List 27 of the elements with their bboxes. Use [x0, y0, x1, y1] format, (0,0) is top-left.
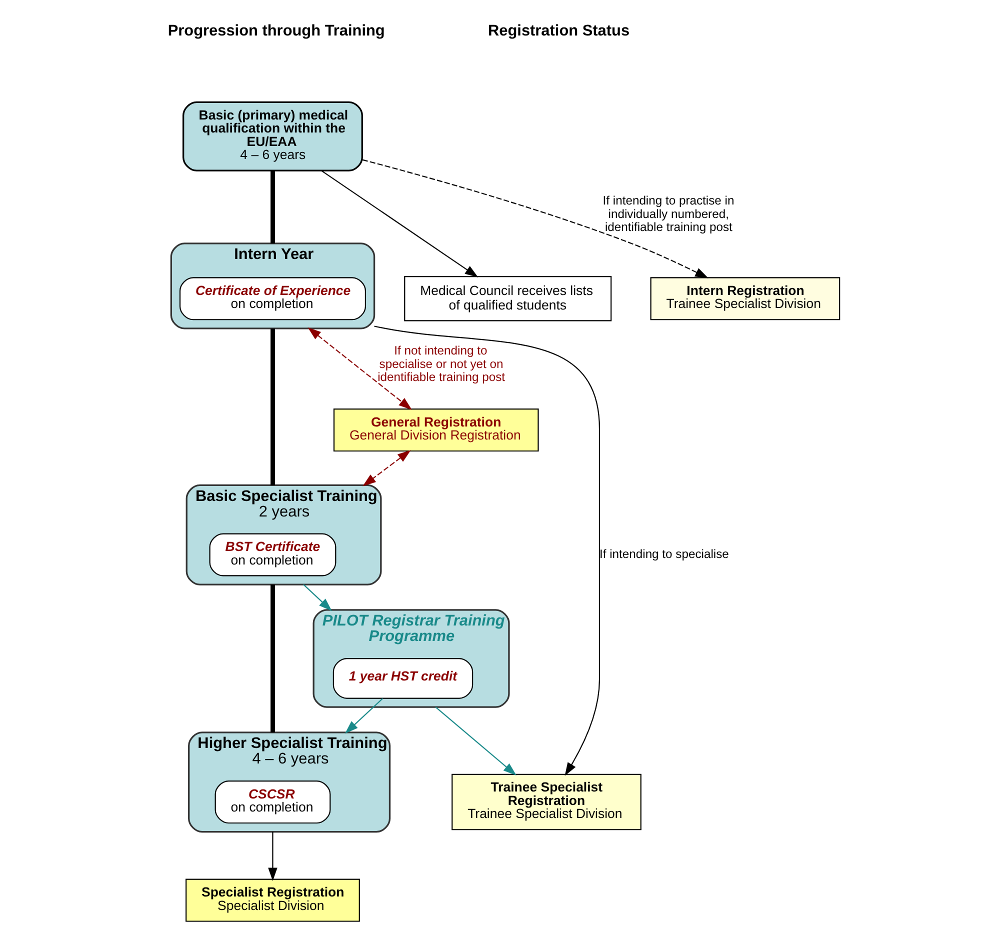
- connector: [270, 328, 274, 486]
- arrow: [320, 170, 478, 278]
- node-box: Specialist Registration Specialist Division: [185, 878, 360, 922]
- connector: [270, 584, 274, 732]
- arrow: [344, 698, 383, 734]
- node-box: General Registration General Division Registration: [332, 408, 538, 452]
- arrow: [302, 584, 332, 612]
- connector: [270, 170, 274, 244]
- arrow: [362, 159, 708, 278]
- arrow: [374, 326, 600, 776]
- arrow: [307, 327, 412, 410]
- node-box: Basic (primary) medical qualification within the EU/EAA 4 – 6 years: [182, 101, 362, 172]
- arrow: [362, 450, 410, 486]
- node-box: CSCSR on completion: [214, 780, 330, 824]
- edge-label: If not intending to specialise or not yet on identifiable training post: [377, 344, 505, 384]
- node-box: BST Certificate on completion: [208, 533, 336, 576]
- node-box: Certificate of Experience on completion: [178, 277, 366, 320]
- node-box: Trainee Specialist Registration Trainee Specialist Division: [451, 774, 641, 830]
- label: Progression through Training: [167, 22, 384, 40]
- node-box: Intern Registration Trainee Specialist Division: [650, 277, 840, 320]
- node-box: 1 year HST credit: [332, 658, 473, 699]
- node-box: Medical Council receives lists of qualified students: [404, 276, 612, 322]
- arrow: [434, 706, 516, 776]
- edge-label: If intending to specialise: [598, 546, 728, 561]
- edge-label: If intending to practise in individually numbered, identifiable training post: [602, 194, 734, 234]
- label: Registration Status: [487, 22, 630, 40]
- arrow: [268, 832, 277, 881]
